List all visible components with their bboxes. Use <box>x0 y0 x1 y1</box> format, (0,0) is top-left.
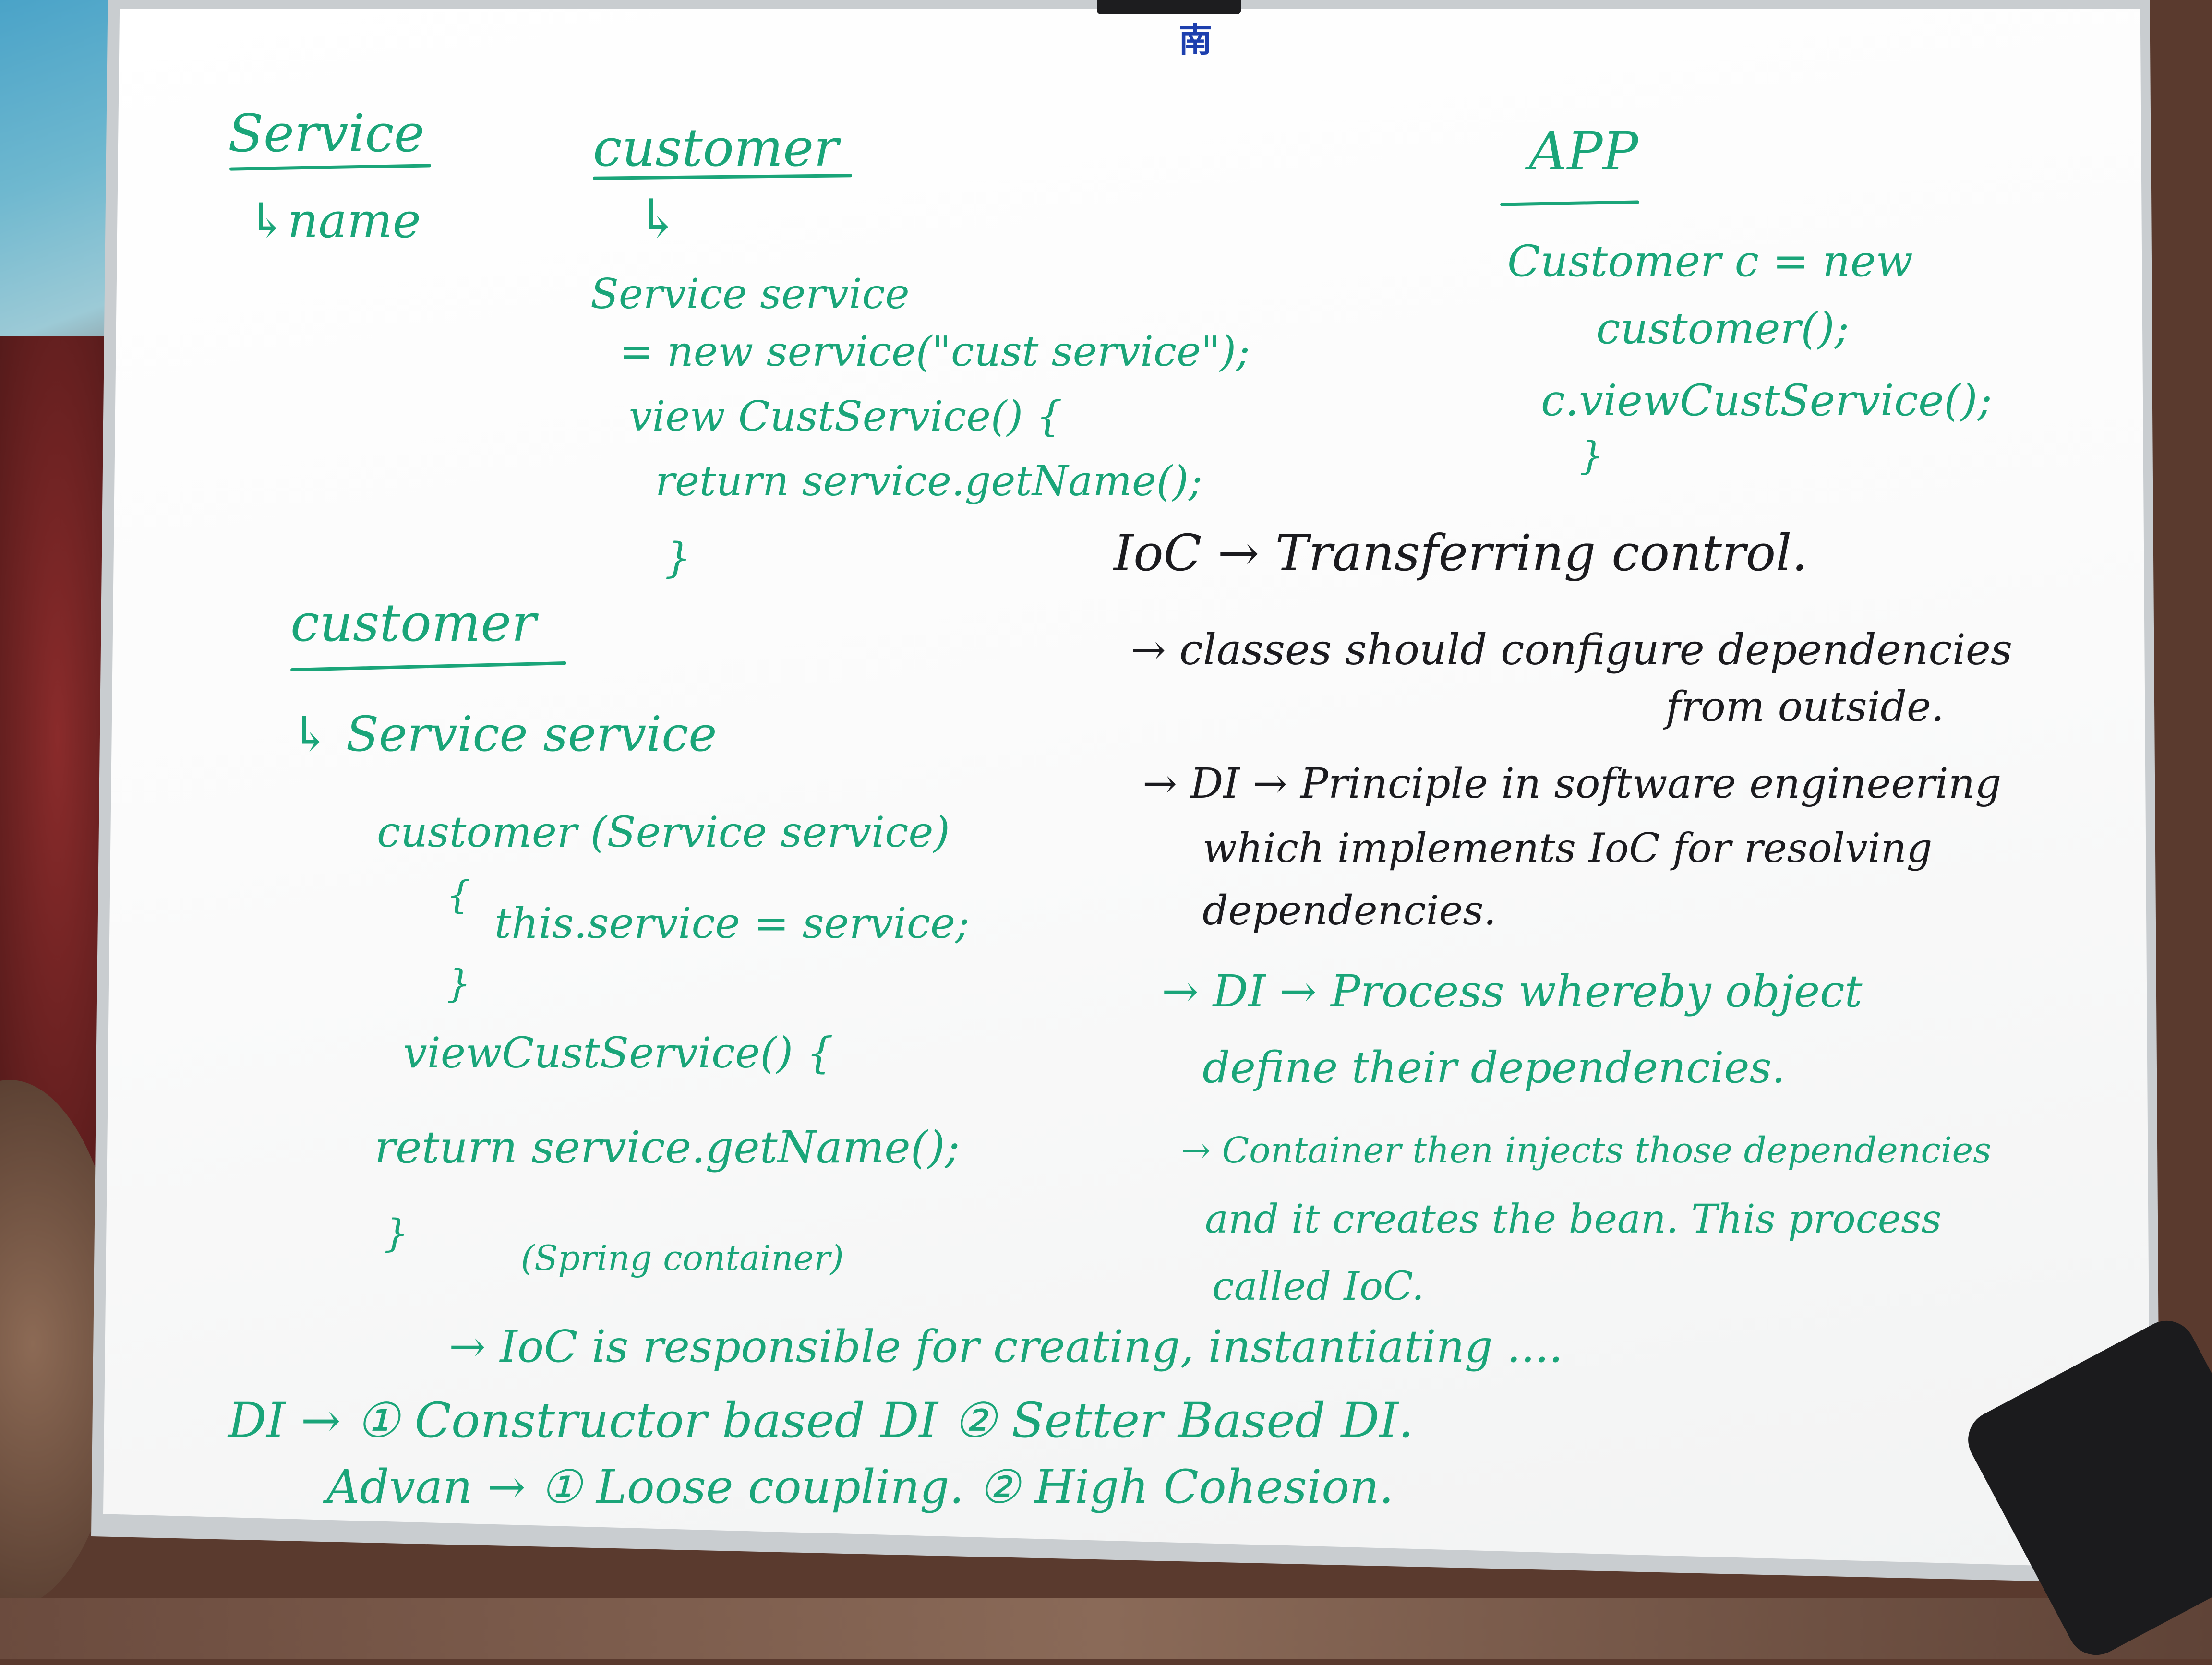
code1-line-1: Service service <box>590 270 910 318</box>
note-green-4: and it creates the bean. This process <box>1205 1197 1942 1242</box>
note-black-6: dependencies. <box>1202 887 1497 934</box>
note-black-5: which implements IoC for resolving <box>1202 825 1933 872</box>
code2-line-9: (Spring container) <box>521 1238 844 1278</box>
board-logo: 南 <box>1178 20 1212 60</box>
note-black-3: from outside. <box>1666 683 1945 731</box>
code2-line-5: } <box>446 961 471 1006</box>
note-green-5: called IoC. <box>1212 1264 1424 1309</box>
code2-line-11: DI → ① Constructor based DI ② Setter Bas… <box>228 1392 1414 1449</box>
app-heading: APP <box>1529 120 1638 182</box>
note-green-2: define their dependencies. <box>1202 1042 1786 1093</box>
app-line-1: Customer c = new <box>1507 236 1913 287</box>
note-black-1: IoC → Transferring control. <box>1114 524 1808 582</box>
app-line-3: c.viewCustService(); <box>1541 375 1992 426</box>
code2-line-6: viewCustService() { <box>403 1028 834 1078</box>
customer-heading-1: customer <box>593 118 839 178</box>
code1-line-4: return service.getName(); <box>655 457 1202 505</box>
note-green-3: → Container then injects those dependenc… <box>1181 1130 1992 1171</box>
code1-line-2: = new service("cust service"); <box>619 328 1250 376</box>
code1-line-3: view CustService() { <box>629 393 1063 441</box>
code2-line-3: { <box>446 873 471 917</box>
service-field: ↳name <box>247 192 421 249</box>
code2-line-12: Advan → ① Loose coupling. ② High Cohesio… <box>326 1460 1394 1514</box>
customer-arrow-1: ↳ <box>636 188 681 249</box>
code2-line-4: this.service = service; <box>494 898 970 948</box>
app-line-4: } <box>1579 433 1604 478</box>
note-black-2: → classes should configure dependencies <box>1130 625 2013 674</box>
service-heading: Service <box>228 104 425 164</box>
code2-line-8: } <box>384 1211 409 1256</box>
whiteboard <box>103 9 2151 1569</box>
code2-line-2: customer (Service service) <box>377 807 950 857</box>
note-green-1: → DI → Process whereby object <box>1162 966 1863 1017</box>
code2-line-10: → IoC is responsible for creating, insta… <box>449 1321 1563 1372</box>
code2-line-1: ↳ Service service <box>290 706 717 762</box>
code1-line-5: } <box>665 534 691 582</box>
note-black-4: → DI → Principle in software engineering <box>1142 760 2002 808</box>
background-table <box>0 1598 2212 1659</box>
customer-heading-2: customer <box>290 593 536 653</box>
board-clip <box>1097 0 1241 14</box>
code2-line-7: return service.getName(); <box>374 1122 960 1173</box>
app-line-2: customer(); <box>1596 303 1850 354</box>
